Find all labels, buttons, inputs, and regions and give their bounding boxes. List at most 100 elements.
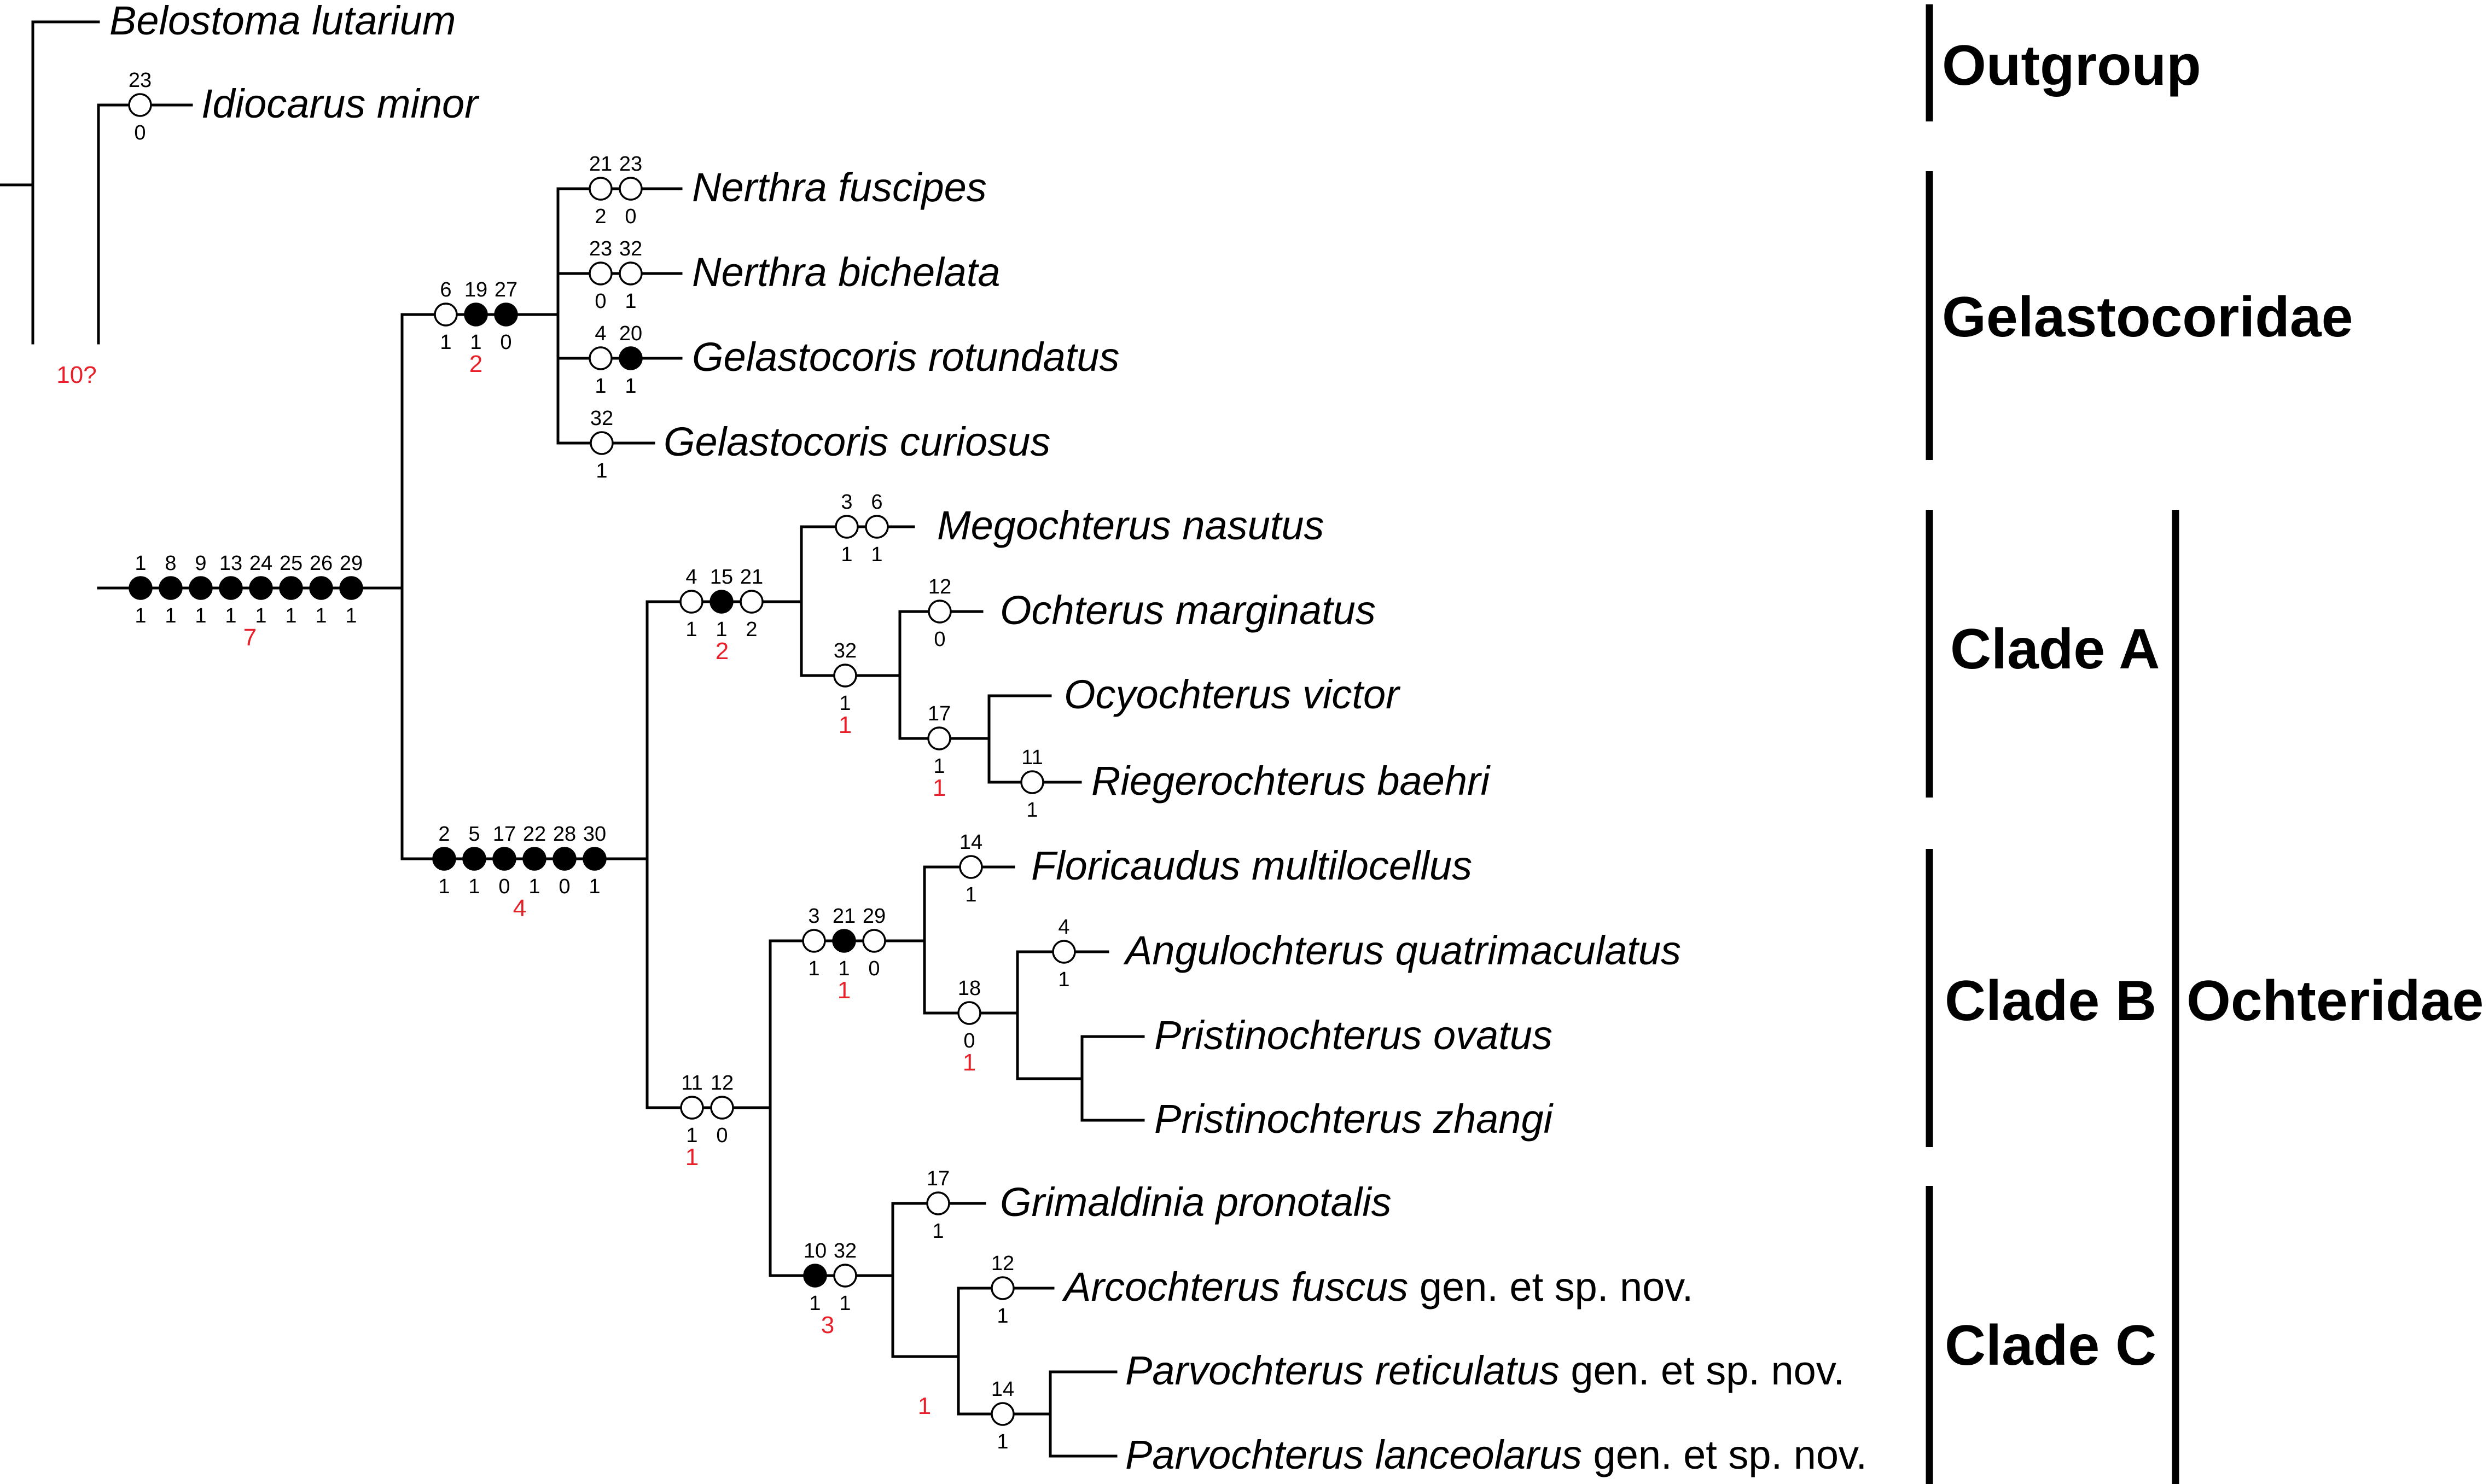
ochteridae-state-value: 1	[438, 875, 450, 898]
clade-c-state-value: 1	[809, 1292, 821, 1315]
bc-state-value: 1	[686, 1124, 697, 1147]
clade-c-state-value: 1	[839, 1292, 851, 1315]
gelastocoridae-support: 2	[469, 351, 482, 377]
a-inner-support: 1	[839, 712, 852, 738]
taxon-idiocarus-name: Idiocarus minor	[201, 81, 480, 126]
gelasto-r-state-value: 1	[625, 375, 636, 398]
ingroup-character-number: 8	[165, 552, 176, 575]
taxon-ochterus-name: Ochterus marginatus	[1000, 587, 1376, 633]
riegero-character-number: 11	[1021, 746, 1043, 769]
ingroup-state-circle	[159, 576, 183, 600]
megochterus-state-value: 1	[841, 543, 852, 566]
gelastocoridae-label: Gelastocoridae	[1942, 286, 2353, 349]
ingroup-state-value: 1	[225, 604, 236, 627]
ingroup-character-number: 24	[249, 552, 272, 575]
ingroup-character-number: 1	[135, 552, 146, 575]
gelasto-r-state-circle	[589, 346, 613, 370]
taxon-belostoma: Belostoma lutarium	[109, 0, 456, 43]
ingroup-character-number: 25	[280, 552, 303, 575]
tree-branches	[0, 20, 1145, 1458]
gelasto-r-character-number: 4	[595, 322, 606, 345]
bc-state-circle	[680, 1096, 704, 1120]
taxon-parvo-l: Parvochterus lanceolarus gen. et sp. nov…	[1125, 1432, 1867, 1477]
taxon-grimaldinia: Grimaldinia pronotalis	[1000, 1179, 1392, 1225]
taxon-grimaldinia-name: Grimaldinia pronotalis	[1000, 1179, 1392, 1225]
floricaudus-character-number: 14	[959, 831, 982, 854]
ingroup-state-circle	[219, 576, 243, 600]
group-brackets: Outgroup Gelastocoridae Clade A Clade B …	[1926, 4, 2484, 1484]
gelasto-r-state-value: 1	[595, 375, 606, 398]
clade-b-support: 1	[838, 977, 851, 1004]
ingroup-character-number: 29	[340, 552, 363, 575]
bc-character-number: 12	[711, 1072, 734, 1095]
ingroup-state-value: 1	[315, 604, 327, 627]
taxon-angulo: Angulochterus quatrimaculatus	[1123, 928, 1681, 973]
ochterus-character-number: 12	[928, 575, 951, 598]
ochteridae-state-circle	[462, 847, 486, 871]
angulo-state-value: 1	[1058, 968, 1069, 991]
gelastocoridae-state-value: 1	[470, 331, 481, 354]
a-inner-state-circle	[833, 664, 857, 688]
megochterus-character-number: 3	[841, 491, 852, 514]
clade-c-state-circle	[803, 1264, 827, 1288]
taxon-ocyochterus: Ocyochterus victor	[1064, 672, 1401, 717]
clade-a-character-number: 15	[710, 566, 733, 589]
arco-state-value: 1	[997, 1305, 1008, 1328]
ingroup-state-circle	[129, 576, 153, 600]
ochterus-state-circle	[928, 600, 952, 624]
clade-b-state-value: 0	[868, 957, 880, 980]
ochteridae-state-value: 1	[589, 875, 600, 898]
ingroup-state-value: 1	[165, 604, 176, 627]
nerthra-b-state-value: 1	[625, 290, 636, 313]
ochteridae-state-circle	[432, 847, 456, 871]
taxon-pristino-z-name: Pristinochterus zhangi	[1154, 1096, 1554, 1142]
ochteridae-character-number: 30	[583, 823, 606, 846]
ochteridae-state-circle	[583, 847, 607, 871]
ingroup-character-number: 26	[310, 552, 333, 575]
taxon-parvo-l-name: Parvochterus lanceolarus	[1125, 1432, 1582, 1477]
bc-state-circle	[710, 1096, 734, 1120]
clade-c-label: Clade C	[1945, 1314, 2156, 1377]
clade-b-character-number: 3	[808, 905, 819, 928]
taxon-pristino-o-name: Pristinochterus ovatus	[1154, 1012, 1552, 1058]
ochteridae-state-value: 0	[559, 875, 570, 898]
ochteridae-state-value: 0	[498, 875, 510, 898]
gelastocoridae-state-circle	[494, 302, 518, 327]
clade-b-state-circle	[862, 929, 886, 953]
ingroup-state-value: 1	[195, 604, 206, 627]
clade-b-state-value: 1	[808, 957, 819, 980]
ingroup-state-value: 1	[135, 604, 146, 627]
b-inner-support: 1	[963, 1049, 976, 1076]
idiocarus-character-number: 23	[129, 69, 152, 92]
ingroup-state-value: 1	[285, 604, 296, 627]
taxon-nerthra-b-name: Nerthra bichelata	[692, 249, 1001, 295]
floricaudus-state-value: 1	[965, 883, 976, 906]
taxon-riegero-name: Riegerochterus baehri	[1091, 758, 1491, 804]
taxon-parvo-l-status: gen. et sp. nov.	[1582, 1432, 1867, 1477]
clade-b-character-number: 29	[863, 905, 886, 928]
clade-b-state-value: 1	[838, 957, 850, 980]
c-inner-support: 1	[918, 1393, 931, 1419]
taxon-nerthra-f: Nerthra fuscipes	[692, 165, 987, 210]
clade-b-state-circle	[802, 929, 826, 953]
clade-a-character-number: 4	[685, 566, 697, 589]
parvo-character-number: 14	[991, 1378, 1014, 1401]
ochteridae-state-value: 1	[468, 875, 480, 898]
nerthra-f-character-number: 23	[619, 153, 642, 176]
taxon-ocyochterus-name: Ocyochterus victor	[1064, 672, 1401, 717]
gelasto-r-state-circle	[619, 346, 643, 370]
nerthra-f-state-circle	[619, 177, 643, 201]
ocy-rieg-character-number: 17	[928, 702, 951, 725]
ochteridae-character-number: 2	[438, 823, 450, 846]
nerthra-b-character-number: 23	[589, 237, 612, 260]
nerthra-f-state-value: 2	[595, 205, 606, 228]
ochterus-state-value: 0	[934, 628, 945, 651]
floricaudus-state-circle	[959, 855, 983, 879]
nerthra-b-character-number: 32	[619, 237, 642, 260]
b-inner-character-number: 18	[958, 977, 981, 1000]
gelastocoridae-state-value: 0	[500, 331, 511, 354]
ochteridae-character-number: 22	[523, 823, 546, 846]
a-inner-character-number: 32	[834, 639, 857, 662]
nerthra-b-state-circle	[589, 261, 613, 286]
